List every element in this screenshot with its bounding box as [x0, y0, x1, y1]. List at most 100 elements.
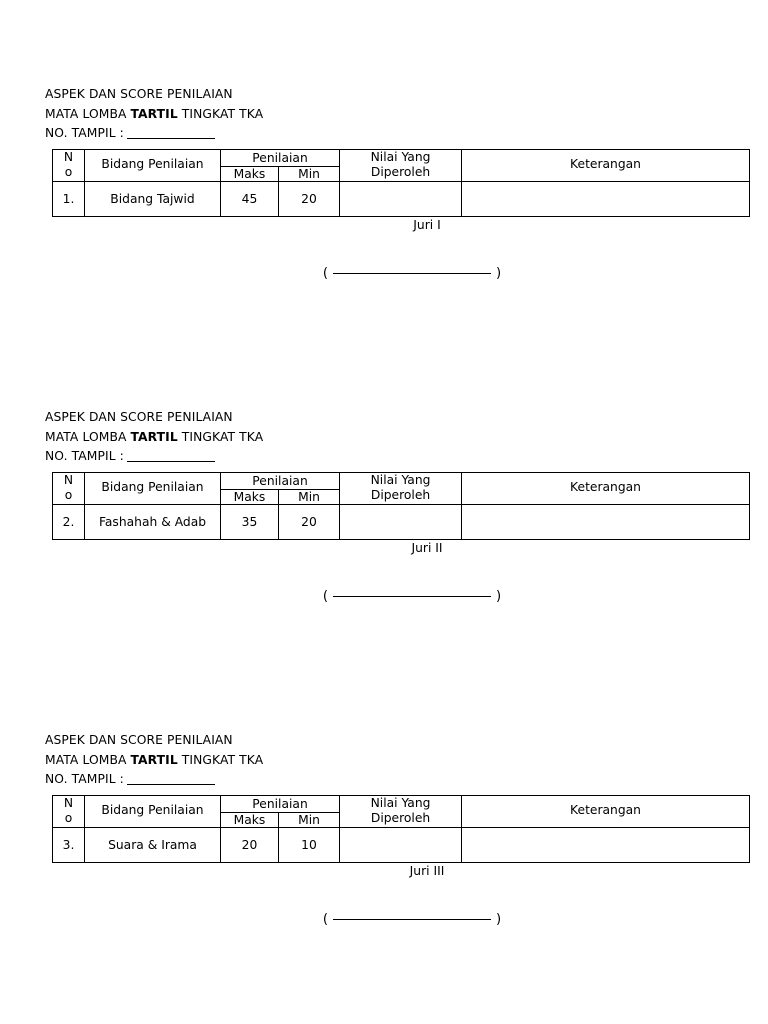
signature-blank[interactable] [333, 596, 491, 597]
header-nilai-line-1: Nilai Yang [370, 149, 431, 164]
header-bidang-penilaian: Bidang Penilaian [84, 794, 221, 828]
form-title-line-2: MATA LOMBA TARTIL TINGKAT TKA [45, 105, 749, 125]
cell-nilai-diperoleh[interactable] [339, 503, 463, 540]
signature-blank[interactable] [333, 919, 491, 920]
header-maks: Maks [220, 165, 279, 182]
tampil-input-blank[interactable] [126, 461, 215, 462]
cell-no: 2. [52, 503, 85, 540]
paren-close: ) [496, 266, 502, 281]
cell-min: 20 [277, 180, 341, 217]
header-maks: Maks [220, 811, 279, 828]
contest-name: TARTIL [130, 106, 178, 121]
cell-keterangan[interactable] [461, 503, 751, 540]
signature-line-2: () [45, 589, 749, 604]
header-penilaian: Penilaian [219, 471, 341, 490]
header-min: Min [277, 165, 341, 182]
tampil-row: NO. TAMPIL : [45, 124, 749, 144]
paren-open: ( [322, 912, 328, 927]
tampil-label: NO. TAMPIL : [45, 126, 124, 140]
header-keterangan: Keterangan [461, 471, 751, 505]
cell-nilai-diperoleh[interactable] [339, 826, 463, 863]
cell-keterangan[interactable] [461, 826, 751, 863]
paren-close: ) [496, 912, 502, 927]
signature-line-3: () [45, 912, 749, 927]
header-min: Min [277, 811, 341, 828]
header-nilai-line-2: Diperoleh [370, 811, 431, 825]
cell-maks: 20 [220, 826, 279, 863]
paren-open: ( [322, 266, 328, 281]
tampil-row: NO. TAMPIL : [45, 447, 749, 467]
contest-name: TARTIL [130, 429, 178, 444]
contest-name: TARTIL [130, 752, 178, 767]
tampil-row: NO. TAMPIL : [45, 770, 749, 790]
cell-maks: 45 [220, 180, 279, 217]
contest-suffix: TINGKAT TKA [177, 752, 264, 767]
form-title-line-2: MATA LOMBA TARTIL TINGKAT TKA [45, 428, 749, 448]
header-penilaian: Penilaian [219, 148, 341, 167]
cell-keterangan[interactable] [461, 180, 751, 217]
paren-open: ( [322, 589, 328, 604]
contest-prefix: MATA LOMBA [45, 429, 131, 444]
cell-bidang: Fashahah & Adab [84, 503, 221, 540]
header-nilai-line-2: Diperoleh [370, 488, 431, 502]
tampil-label: NO. TAMPIL : [45, 449, 124, 463]
table-row: 2. Fashahah & Adab 35 20 [52, 503, 751, 540]
header-keterangan: Keterangan [461, 148, 751, 182]
header-no-char-2: o [64, 488, 73, 502]
cell-nilai-diperoleh[interactable] [339, 180, 463, 217]
assessment-block-3: ASPEK DAN SCORE PENILAIAN MATA LOMBA TAR… [45, 731, 751, 927]
tampil-label: NO. TAMPIL : [45, 772, 124, 786]
contest-prefix: MATA LOMBA [45, 752, 131, 767]
header-nilai-line-1: Nilai Yang [370, 795, 431, 810]
tampil-input-blank[interactable] [126, 784, 215, 785]
header-maks: Maks [220, 488, 279, 505]
form-title-line-1: ASPEK DAN SCORE PENILAIAN [45, 733, 233, 747]
header-nilai-line-2: Diperoleh [370, 165, 431, 179]
header-no-char-1: N [63, 150, 74, 164]
header-no-char-2: o [64, 165, 73, 179]
juri-label-3: Juri III [409, 864, 445, 878]
juri-label-2: Juri II [411, 541, 443, 555]
header-no-char-1: N [63, 796, 74, 810]
cell-min: 10 [277, 826, 341, 863]
contest-suffix: TINGKAT TKA [177, 429, 264, 444]
header-no-char-2: o [64, 811, 73, 825]
header-nilai-line-1: Nilai Yang [370, 472, 431, 487]
contest-prefix: MATA LOMBA [45, 106, 131, 121]
form-title-line-2: MATA LOMBA TARTIL TINGKAT TKA [45, 751, 749, 771]
assessment-block-2: ASPEK DAN SCORE PENILAIAN MATA LOMBA TAR… [45, 408, 751, 604]
assessment-block-1: ASPEK DAN SCORE PENILAIAN MATA LOMBA TAR… [45, 85, 751, 281]
paren-close: ) [496, 589, 502, 604]
form-title-line-1: ASPEK DAN SCORE PENILAIAN [45, 410, 233, 424]
signature-line-1: () [45, 266, 749, 281]
cell-no: 1. [52, 180, 85, 217]
table-row: 3. Suara & Irama 20 10 [52, 826, 751, 863]
cell-bidang: Bidang Tajwid [84, 180, 221, 217]
cell-min: 20 [277, 503, 341, 540]
juri-label-1: Juri I [413, 218, 441, 232]
tampil-input-blank[interactable] [126, 138, 215, 139]
header-bidang-penilaian: Bidang Penilaian [84, 471, 221, 505]
cell-no: 3. [52, 826, 85, 863]
cell-bidang: Suara & Irama [84, 826, 221, 863]
header-bidang-penilaian: Bidang Penilaian [84, 148, 221, 182]
form-title-line-1: ASPEK DAN SCORE PENILAIAN [45, 87, 233, 101]
cell-maks: 35 [220, 503, 279, 540]
header-keterangan: Keterangan [461, 794, 751, 828]
signature-blank[interactable] [333, 273, 491, 274]
table-header-row-secondary: Maks Min [53, 811, 750, 828]
table-row: 1. Bidang Tajwid 45 20 [52, 180, 751, 217]
